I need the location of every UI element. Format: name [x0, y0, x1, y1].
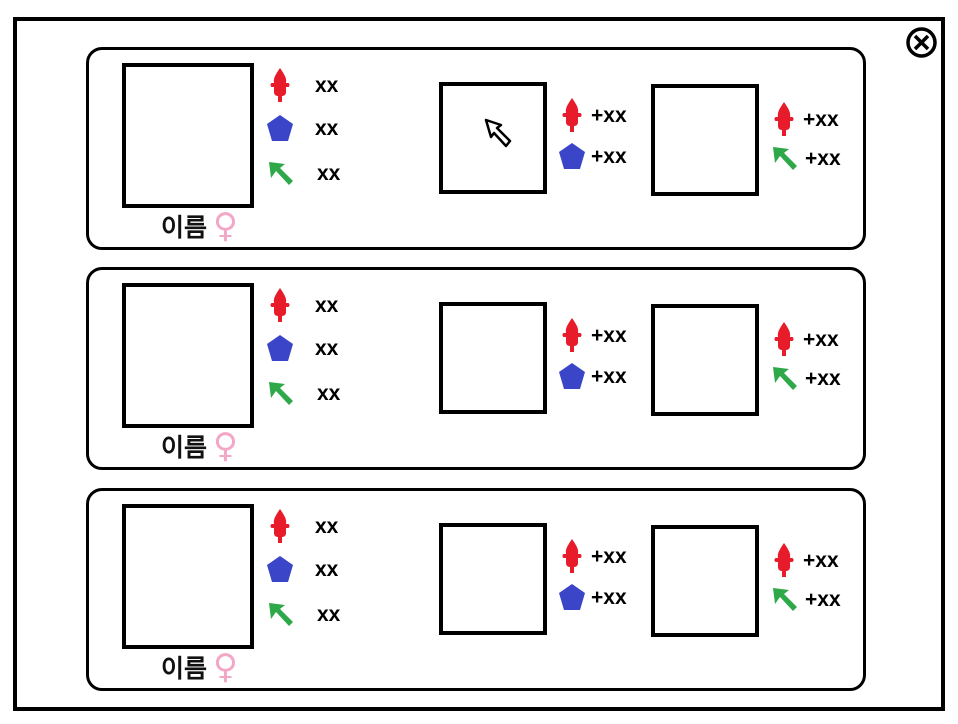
stat-attack-value: xx — [315, 515, 339, 538]
tool-icon — [769, 363, 801, 395]
slot-b-attack-value: +xx — [803, 108, 839, 131]
character-name: 이름 — [161, 654, 208, 683]
attack-icon — [557, 537, 587, 577]
stat-attack: xx — [265, 66, 338, 106]
attack-icon — [557, 96, 587, 136]
slot-b-tool: +xx — [769, 363, 841, 395]
defense-icon — [265, 113, 295, 145]
stat-attack-value: xx — [315, 294, 339, 317]
female-icon: ♀ — [213, 206, 238, 246]
equipment-slot-b[interactable] — [651, 84, 759, 196]
stat-defense-value: xx — [315, 117, 339, 140]
slot-b-attack: +xx — [769, 320, 839, 360]
slot-a-defense: +xx — [557, 361, 627, 393]
slot-a-defense-value: +xx — [591, 586, 627, 609]
defense-icon — [265, 554, 295, 586]
character-portrait[interactable] — [122, 504, 254, 649]
dialog-window — [13, 17, 945, 711]
defense-icon — [557, 361, 587, 393]
character-portrait[interactable] — [122, 283, 254, 428]
stat-tool: xx — [265, 378, 340, 410]
close-icon[interactable] — [905, 26, 938, 59]
stat-tool-value: xx — [317, 382, 341, 405]
defense-icon — [557, 582, 587, 614]
stat-defense-value: xx — [315, 337, 339, 360]
character-name-row: 이름 ♀ — [161, 649, 238, 685]
tool-icon — [769, 143, 801, 175]
stat-defense-value: xx — [315, 558, 339, 581]
defense-icon — [557, 141, 587, 173]
slot-b-attack: +xx — [769, 100, 839, 140]
slot-a-attack: +xx — [557, 96, 627, 136]
slot-a-defense-value: +xx — [591, 145, 627, 168]
slot-a-attack-value: +xx — [591, 324, 627, 347]
stat-attack-value: xx — [315, 74, 339, 97]
cursor-icon — [481, 116, 515, 152]
stat-defense: xx — [265, 333, 338, 365]
character-name-row: 이름 ♀ — [161, 428, 238, 464]
attack-icon — [265, 507, 295, 547]
character-name: 이름 — [161, 213, 208, 242]
slot-b-attack-value: +xx — [803, 328, 839, 351]
female-icon: ♀ — [213, 647, 238, 687]
slot-b-attack: +xx — [769, 541, 839, 581]
character-card-1[interactable]: 이름 ♀ xx xx xx +xx +xx — [86, 47, 866, 250]
stat-attack: xx — [265, 286, 338, 326]
equipment-slot-a[interactable] — [439, 523, 547, 635]
stat-tool-value: xx — [317, 162, 341, 185]
stat-defense: xx — [265, 554, 338, 586]
slot-b-tool-value: +xx — [805, 147, 841, 170]
slot-b-tool: +xx — [769, 584, 841, 616]
slot-a-attack: +xx — [557, 316, 627, 356]
slot-a-attack-value: +xx — [591, 104, 627, 127]
attack-icon — [557, 316, 587, 356]
character-card-2[interactable]: 이름 ♀ xx xx xx +xx +xx — [86, 267, 866, 470]
defense-icon — [265, 333, 295, 365]
attack-icon — [265, 286, 295, 326]
character-portrait[interactable] — [122, 63, 254, 208]
stat-tool-value: xx — [317, 603, 341, 626]
equipment-slot-b[interactable] — [651, 304, 759, 416]
stat-defense: xx — [265, 113, 338, 145]
attack-icon — [769, 100, 799, 140]
slot-a-attack-value: +xx — [591, 545, 627, 568]
slot-a-defense: +xx — [557, 141, 627, 173]
stat-tool: xx — [265, 599, 340, 631]
attack-icon — [769, 320, 799, 360]
slot-a-defense: +xx — [557, 582, 627, 614]
equipment-slot-a[interactable] — [439, 82, 547, 194]
stat-attack: xx — [265, 507, 338, 547]
slot-b-tool-value: +xx — [805, 588, 841, 611]
character-name-row: 이름 ♀ — [161, 208, 238, 244]
stat-tool: xx — [265, 158, 340, 190]
equipment-slot-a[interactable] — [439, 302, 547, 414]
slot-b-attack-value: +xx — [803, 549, 839, 572]
character-card-3[interactable]: 이름 ♀ xx xx xx +xx +xx — [86, 488, 866, 691]
tool-icon — [265, 378, 297, 410]
female-icon: ♀ — [213, 426, 238, 466]
tool-icon — [265, 158, 297, 190]
tool-icon — [769, 584, 801, 616]
attack-icon — [769, 541, 799, 581]
attack-icon — [265, 66, 295, 106]
tool-icon — [265, 599, 297, 631]
slot-b-tool-value: +xx — [805, 367, 841, 390]
slot-a-attack: +xx — [557, 537, 627, 577]
equipment-slot-b[interactable] — [651, 525, 759, 637]
slot-b-tool: +xx — [769, 143, 841, 175]
slot-a-defense-value: +xx — [591, 365, 627, 388]
character-name: 이름 — [161, 433, 208, 462]
